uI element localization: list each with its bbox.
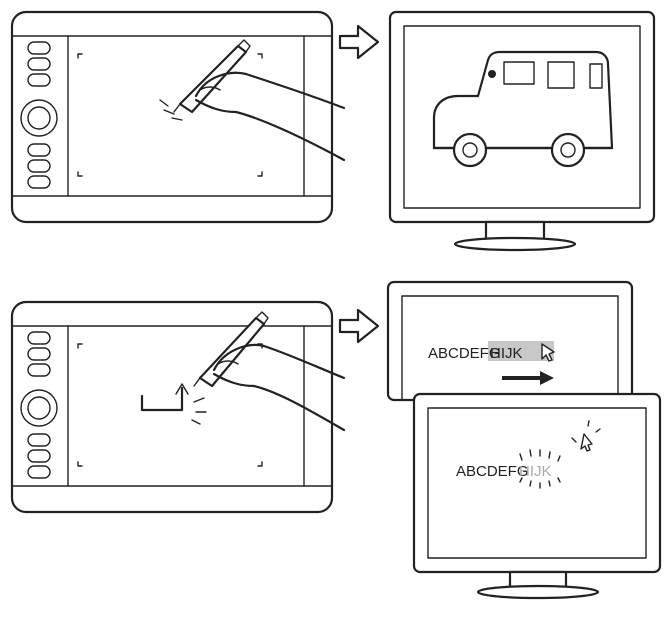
arrow-right-icon bbox=[338, 24, 380, 60]
screen2-text-selected: HIJK bbox=[519, 463, 552, 480]
van-drawing-icon bbox=[432, 50, 614, 168]
monitor-front: ABCDEFG HIJK bbox=[412, 392, 662, 600]
top-tablet bbox=[10, 10, 334, 224]
active-area-corners bbox=[77, 53, 263, 177]
cursor-icon bbox=[571, 420, 601, 452]
active-area-corners bbox=[77, 343, 263, 467]
cursor-icon bbox=[541, 343, 555, 362]
drag-arrow-icon bbox=[502, 371, 554, 385]
monitor-back: ABCDEFG HIJK bbox=[386, 280, 634, 402]
bottom-tablet bbox=[10, 300, 334, 514]
screen2-text-plain: ABCDEFG bbox=[456, 463, 529, 480]
hand-pen-icon bbox=[159, 39, 346, 162]
flick-gesture-icon bbox=[140, 383, 207, 425]
screen1-text-selected: HIJK bbox=[490, 345, 523, 362]
hand-pen-icon bbox=[193, 311, 346, 432]
highlight-rays-icon bbox=[519, 449, 561, 489]
arrow-right-icon bbox=[338, 308, 380, 344]
screen1-text-plain: ABCDEFG bbox=[428, 345, 501, 362]
